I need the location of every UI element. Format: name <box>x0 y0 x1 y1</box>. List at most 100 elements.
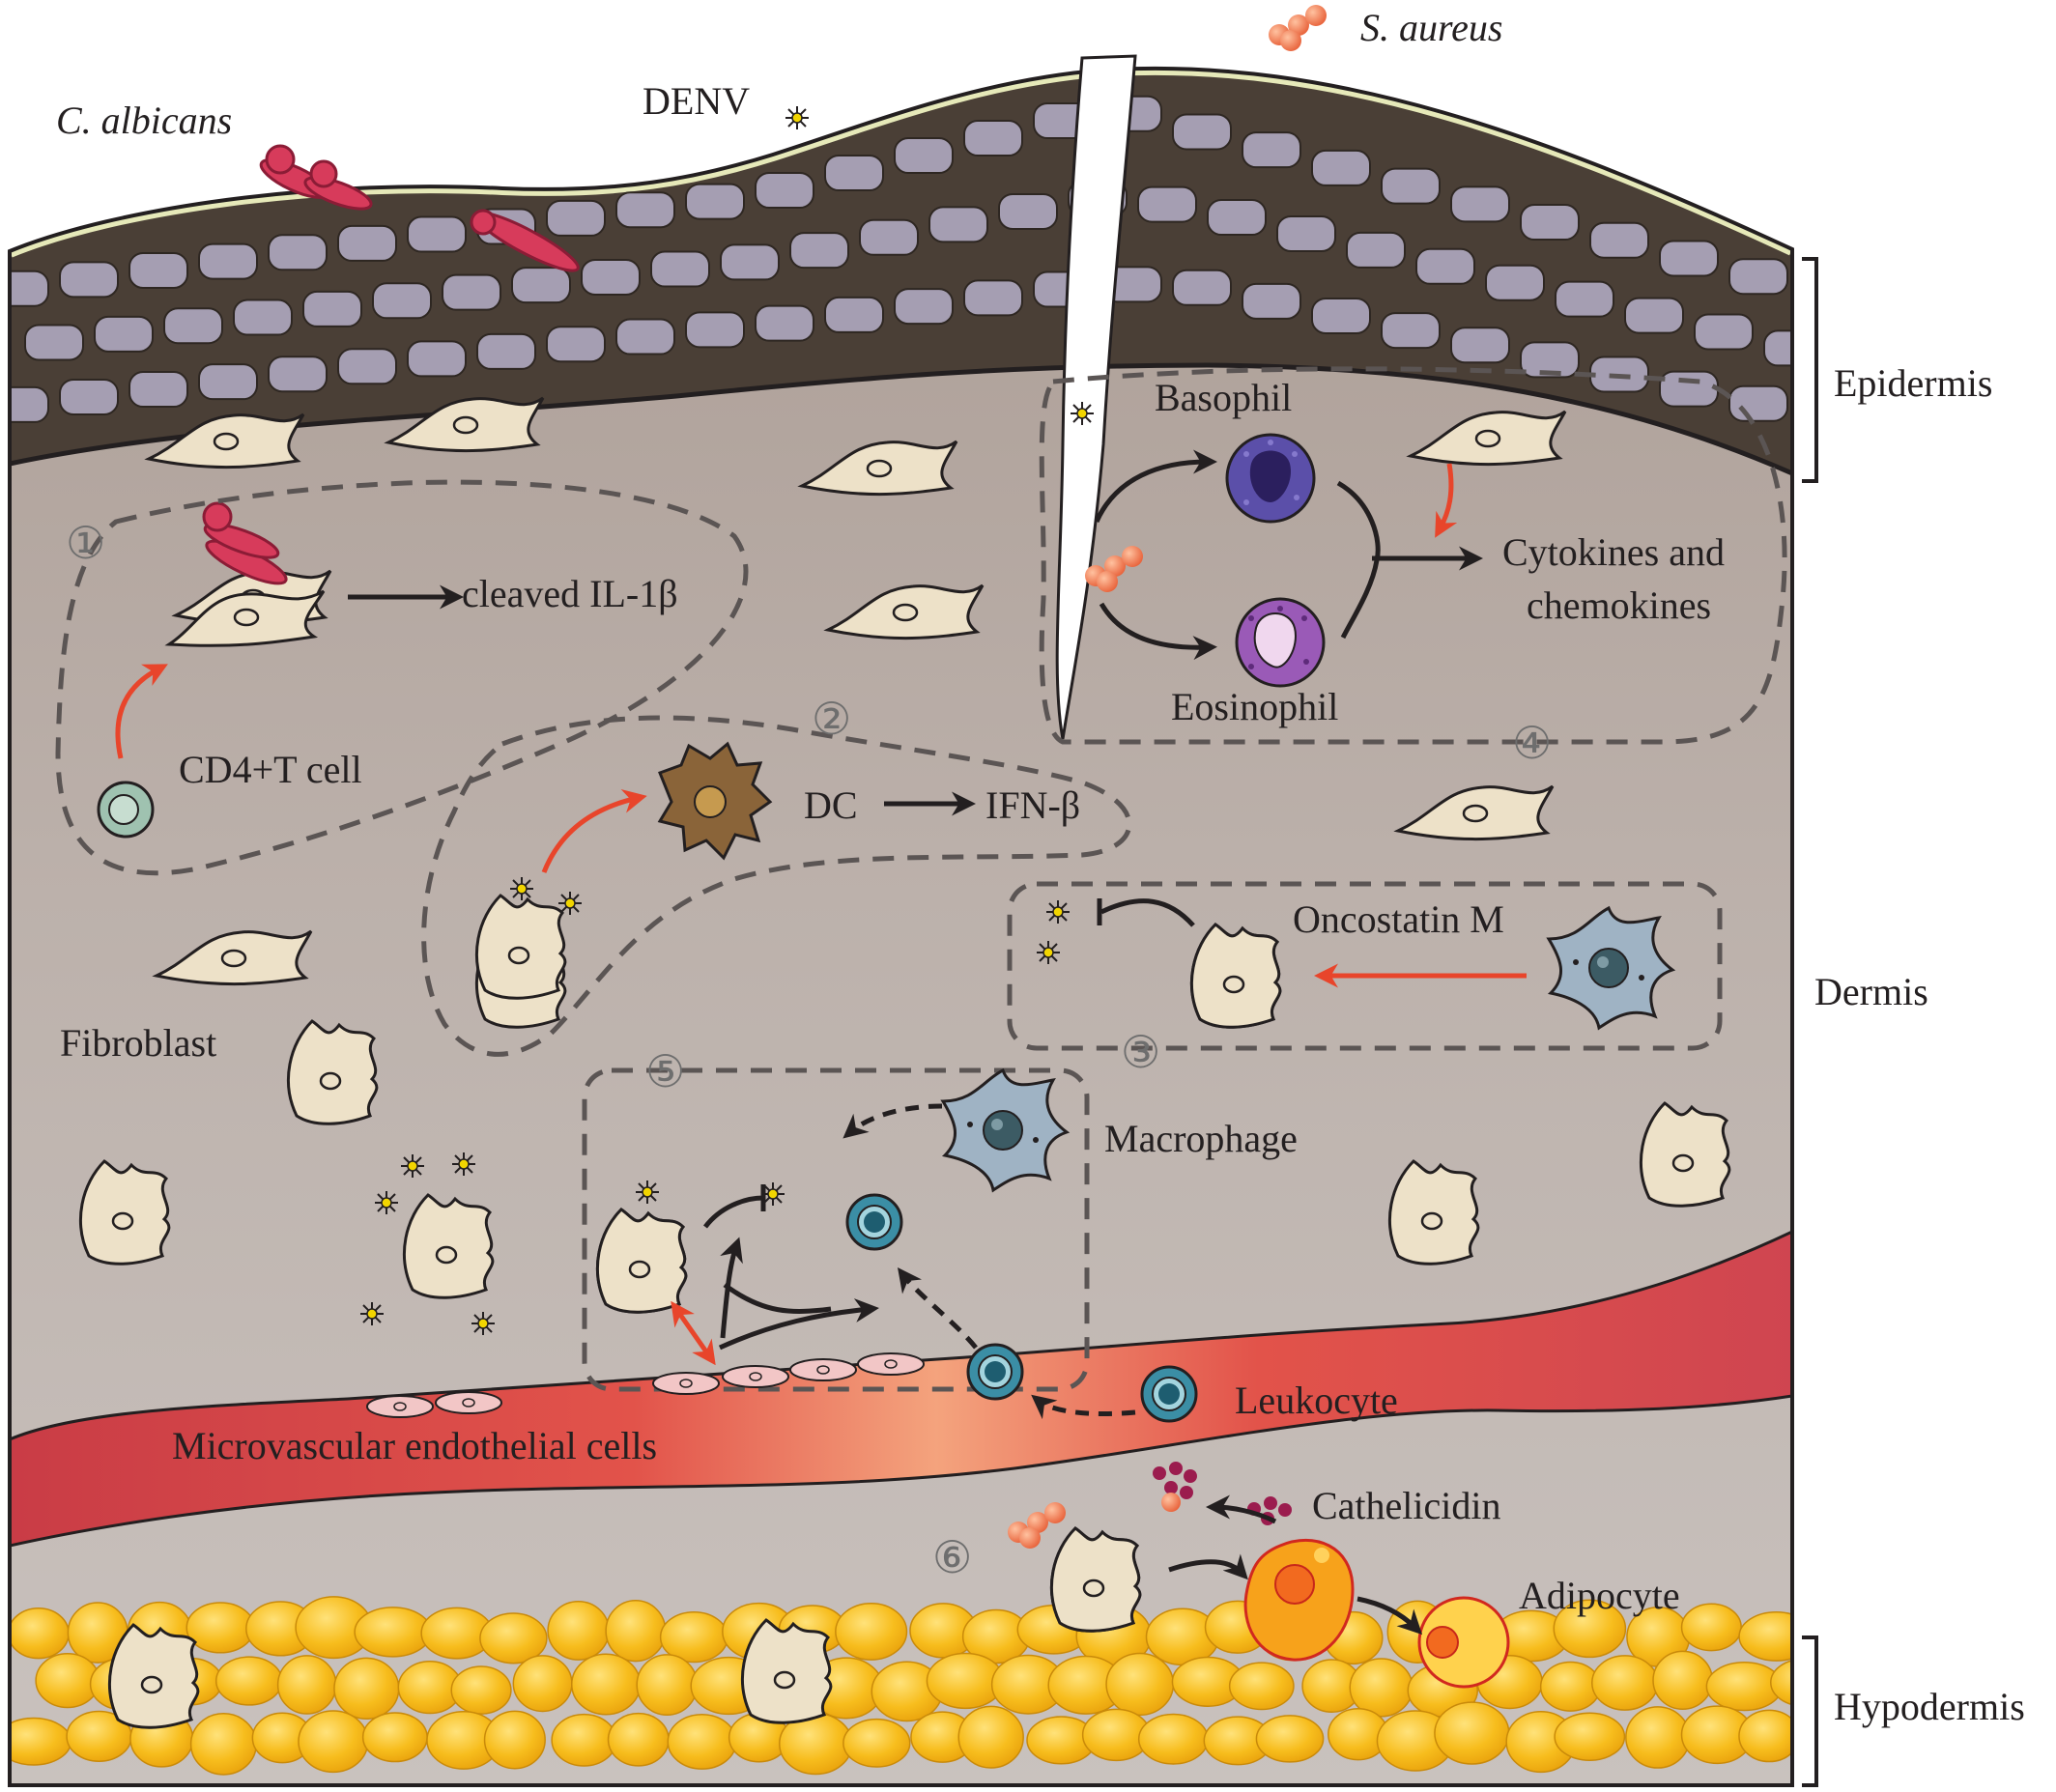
label-basophil: Basophil <box>1155 376 1292 419</box>
keratinocyte <box>198 242 258 280</box>
fat-cell <box>607 1712 670 1767</box>
keratinocyte <box>824 296 884 333</box>
bacteria-cluster <box>1269 5 1327 51</box>
keratinocyte <box>24 324 84 361</box>
fat-cell <box>1770 1658 1792 1707</box>
fat-cell <box>636 1654 699 1717</box>
dermal-cell <box>78 1159 171 1266</box>
label-cleaved-il1b: cleaved IL-1β <box>462 572 678 615</box>
keratinocyte <box>59 378 119 415</box>
region-2 <box>421 715 1132 1057</box>
keratinocyte <box>268 234 328 271</box>
keratinocyte <box>1381 167 1441 205</box>
layer-brackets <box>1802 257 1818 1787</box>
keratinocyte <box>615 318 675 356</box>
virus-particle <box>509 876 534 901</box>
mechanism-number-5: ⑤ <box>645 1046 685 1096</box>
mechanism-number-6: ⑥ <box>932 1532 972 1582</box>
keratinocyte <box>894 288 954 326</box>
keratinocyte <box>1381 312 1441 350</box>
label-c-albicans: C. albicans <box>56 99 232 142</box>
differentiating-adipocyte <box>1243 1538 1355 1662</box>
label-cytokines-line2: chemokines <box>1527 583 1711 627</box>
virus-particle <box>635 1180 660 1205</box>
basement-membrane <box>10 362 1792 476</box>
label-oncostatin-m: Oncostatin M <box>1293 897 1504 941</box>
mechanism-number-1: ① <box>66 518 105 568</box>
keratinocyte <box>859 218 919 256</box>
fat-cell <box>1105 1652 1175 1717</box>
keratinocyte <box>372 282 432 320</box>
fat-cell <box>333 1657 400 1721</box>
keratinocyte <box>337 224 397 262</box>
label-eosinophil: Eosinophil <box>1171 685 1338 728</box>
region-3 <box>1007 881 1723 1051</box>
keratinocyte <box>1763 329 1792 367</box>
virus-particle <box>359 1301 385 1326</box>
keratinocyte <box>1415 247 1475 285</box>
candida-albicans-cells <box>202 144 580 585</box>
keratinocyte <box>94 315 154 353</box>
keratinocyte <box>1242 282 1301 320</box>
fat-cell <box>214 1656 283 1706</box>
fat-cell <box>1553 1599 1627 1659</box>
keratinocyte <box>1207 199 1267 237</box>
region-4 <box>1039 366 1787 745</box>
fat-cell <box>1228 1662 1295 1711</box>
dermal-cell <box>740 1618 833 1724</box>
keratinocyte <box>685 183 745 220</box>
label-epidermis: Epidermis <box>1834 361 1992 405</box>
keratinocyte <box>511 267 571 304</box>
cd4-t-cell <box>97 781 155 839</box>
label-fibroblast: Fibroblast <box>60 1021 216 1065</box>
leukocyte-in-vessel <box>966 1343 1024 1401</box>
dermal-cell <box>402 1193 495 1299</box>
keratinocyte <box>1172 269 1232 306</box>
keratinocyte <box>10 385 49 423</box>
keratinocyte <box>824 155 884 191</box>
dendritic-cell <box>657 741 773 861</box>
mechanism-number-3: ③ <box>1121 1027 1160 1077</box>
virus-particle <box>374 1190 399 1215</box>
keratinocyte <box>1659 240 1719 277</box>
fat-cell <box>354 1607 432 1658</box>
keratinocyte <box>1555 280 1614 318</box>
fat-cell <box>605 1600 667 1663</box>
keratinocyte <box>1728 384 1788 422</box>
label-dc: DC <box>804 783 858 827</box>
virus-particle <box>471 1311 496 1336</box>
dermal-cell <box>286 1019 379 1125</box>
fat-cell <box>298 1710 369 1774</box>
fat-cell <box>1434 1701 1510 1765</box>
leukocyte-region5 <box>845 1193 903 1251</box>
label-dermis: Dermis <box>1814 970 1928 1013</box>
keratinocyte <box>442 273 501 311</box>
keratinocyte <box>546 199 606 237</box>
keratinocyte <box>59 261 119 299</box>
keratinocyte <box>407 340 467 378</box>
fat-cell <box>1625 1706 1691 1769</box>
fat-cell <box>1554 1712 1626 1761</box>
keratinocyte <box>1520 341 1580 379</box>
keratinocyte <box>1311 149 1371 186</box>
dermal-cell <box>1387 1159 1480 1266</box>
fat-cell <box>1652 1650 1713 1711</box>
label-adipocyte: Adipocyte <box>1519 1574 1680 1617</box>
keratinocyte <box>755 304 814 342</box>
keratinocyte <box>407 215 467 253</box>
fat-cell <box>361 1712 428 1763</box>
leukocyte-in-vessel <box>1140 1365 1198 1423</box>
fibroblast-region1 <box>164 589 326 647</box>
keratinocyte <box>1137 185 1197 223</box>
label-s-aureus: S. aureus <box>1360 6 1502 49</box>
region-1 <box>55 479 749 876</box>
label-leukocyte: Leukocyte <box>1235 1379 1398 1422</box>
keratinocyte <box>998 192 1058 230</box>
virus-particle <box>400 1153 425 1179</box>
keratinocyte <box>337 348 397 385</box>
label-ifn-b: IFN-β <box>985 783 1080 827</box>
virus-particle <box>451 1152 476 1177</box>
keratinocyte <box>928 206 988 243</box>
fat-cell <box>450 1665 512 1715</box>
hair-shaft <box>1055 54 1137 740</box>
